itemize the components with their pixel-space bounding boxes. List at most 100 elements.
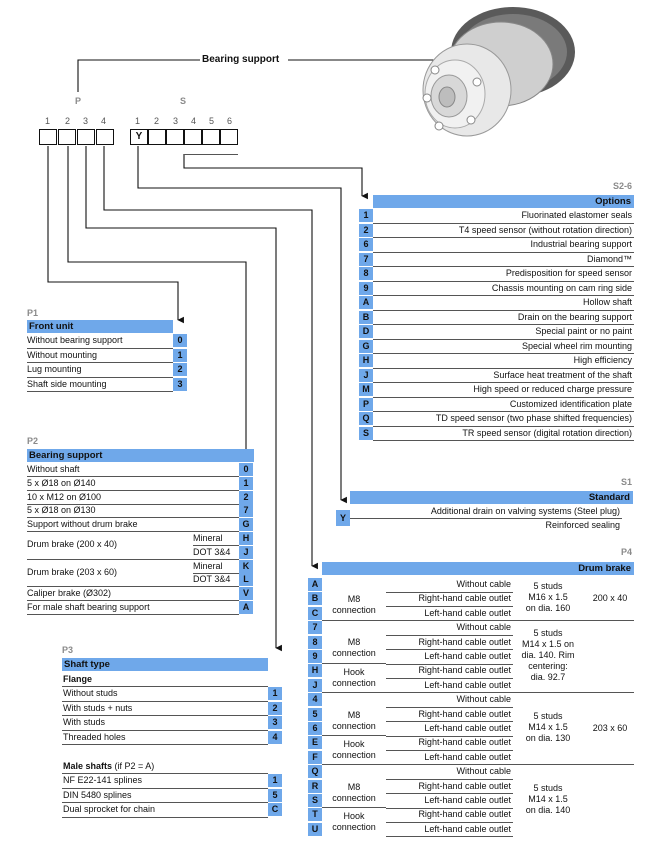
p2-item-sub: Mineral (193, 560, 223, 571)
s26-option-rule (373, 237, 634, 238)
p2-item-rule (27, 558, 239, 560)
conn-type: M8 (347, 782, 361, 792)
p4-row-rule (386, 634, 513, 636)
p3-flange-label: Threaded holes (63, 731, 126, 742)
p4-row-rule (386, 821, 513, 823)
p2-item-rule (27, 517, 239, 519)
studs-line: 5 studs (533, 581, 563, 591)
conn-word: connection (332, 648, 376, 658)
p-digit: 1 (45, 116, 51, 126)
p-digit: 3 (83, 116, 89, 126)
s26-option-rule (373, 324, 634, 325)
s26-option-rule (373, 222, 634, 224)
p3-flange-rule (62, 744, 268, 745)
conn-word: connection (332, 793, 376, 803)
s26-option-rule (373, 367, 634, 369)
p2-item-label: For male shaft bearing support (27, 602, 150, 612)
p4-cable-label: Right-hand cable outlet (418, 636, 511, 647)
studs-line: M14 x 1.5 on (521, 639, 575, 649)
p4-row-rule (386, 735, 513, 737)
p3-male-title: Male shafts (if P2 = A) (63, 760, 154, 772)
studs-line: on dia. 130 (525, 733, 571, 743)
s26-option-label: Hollow shaft (582, 297, 632, 307)
p1-item-label: Shaft side mounting (27, 378, 107, 389)
p-digit: 4 (101, 116, 107, 126)
s26-option-label: Customized identification plate (509, 398, 632, 409)
p3-flange-label: With studs + nuts (63, 702, 133, 713)
p4-code: Q (308, 765, 322, 779)
p2-item-label: 10 x M12 on Ø100 (27, 491, 102, 502)
p3-tag: P3 (62, 645, 74, 655)
s26-option-label: Predisposition for speed sensor (505, 268, 632, 278)
p1-item-label: Lug mounting (27, 364, 82, 374)
p2-item-code: A (239, 601, 253, 614)
p4-code: H (308, 664, 322, 678)
p4-row-rule (386, 663, 513, 665)
p3-flange-rule (62, 700, 268, 702)
conn-word: connection (332, 750, 376, 760)
p4-row-rule (386, 778, 513, 780)
studs-line: dia. 92.7 (530, 672, 566, 682)
studs-line: 5 studs (533, 783, 563, 793)
s26-tag: S2-6 (612, 181, 632, 191)
conn-type: M8 (347, 637, 361, 647)
conn-type: Hook (343, 739, 365, 749)
p4-group-rule (322, 620, 634, 622)
p3-male-top-rule (62, 773, 268, 774)
s26-option-code: P (359, 397, 373, 411)
p1-item-rule (27, 362, 173, 363)
s-code-box (148, 129, 166, 145)
s1-header: Standard (350, 491, 633, 504)
s26-option-code: A (359, 296, 373, 309)
s26-option-code: 7 (359, 252, 373, 266)
p2-item-rule (27, 531, 239, 533)
p-code-box (58, 129, 76, 145)
p1-item-label: Without mounting (27, 349, 98, 360)
p3-flange-code: 2 (268, 701, 282, 715)
s26-option-label: Chassis mounting on cam ring side (491, 282, 632, 293)
male-shafts-bold: Male shafts (63, 761, 113, 771)
p1-tag: P1 (27, 308, 39, 318)
p4-row-rule (386, 591, 513, 593)
p4-code: R (308, 779, 322, 793)
p4-row-rule (386, 721, 513, 723)
p4-conn-rule (322, 663, 386, 665)
p2-item-code: G (239, 518, 253, 532)
p2-item-label: Caliper brake (Ø302) (27, 588, 112, 599)
studs-line: 5 studs (533, 711, 563, 721)
s-digit: 6 (227, 116, 233, 126)
s26-option-label: Special paint or no paint (535, 326, 632, 336)
studs-line: M14 x 1.5 (528, 794, 568, 804)
p2-item-code: L (239, 573, 253, 587)
p4-studs-g2: 5 studs M14 x 1.5 on dia. 140. Rim cente… (512, 628, 584, 683)
p4-cable-label: Right-hand cable outlet (418, 809, 511, 820)
p4-cable-label: Left-hand cable outlet (424, 679, 511, 690)
s1-line2: Reinforced sealing (545, 520, 620, 530)
p-letter: P (75, 96, 82, 106)
p4-size-large: 203 x 60 (592, 723, 628, 733)
p4-cable-label: Right-hand cable outlet (418, 665, 511, 676)
p2-header: Bearing support (27, 449, 254, 462)
p3-flange-label: Without studs (63, 688, 118, 698)
p2-item-label: Drum brake (200 x 40) (27, 539, 118, 549)
s26-option-rule (373, 353, 634, 354)
p-code-box (96, 129, 114, 145)
p3-flange-code: 1 (268, 687, 282, 700)
bearing-support-title: Bearing support (202, 54, 280, 65)
s26-option-code: M (359, 383, 373, 396)
studs-line: on dia. 140 (525, 805, 571, 815)
s26-option-code: 9 (359, 281, 373, 295)
p2-item-code: V (239, 587, 253, 601)
conn-word: connection (332, 721, 376, 731)
s1-code-box: Y (130, 129, 148, 145)
s26-option-rule (373, 251, 634, 253)
s26-option-code: D (359, 325, 373, 338)
p4-code: F (308, 750, 322, 764)
p4-cable-label: Left-hand cable outlet (424, 751, 511, 762)
p2-item-rule (27, 503, 239, 505)
s26-option-rule (373, 309, 634, 311)
p4-code: 6 (308, 722, 322, 735)
s26-option-code: G (359, 339, 373, 353)
